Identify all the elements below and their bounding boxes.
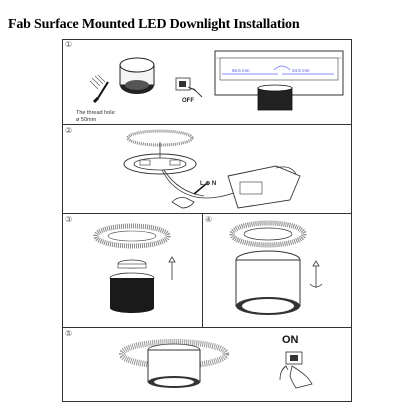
thread-hole-label: The thread hole: <box>76 110 117 116</box>
switch-off-label: OFF <box>182 98 194 104</box>
step-number-3: ③ <box>65 215 73 224</box>
terminal-labels: L ⊕ N <box>200 181 217 187</box>
step-number-5: ⑤ <box>65 329 73 338</box>
divider-1 <box>62 124 352 125</box>
step-number-4: ④ <box>205 215 213 224</box>
dimension-right: 34.5 mm <box>292 68 310 73</box>
step-number-2: ② <box>65 126 73 135</box>
installed-fixture-diagram <box>119 339 229 388</box>
switch-on-label: ON <box>282 334 299 346</box>
divider-vertical <box>202 213 203 327</box>
divider-2 <box>62 213 352 214</box>
fixture-assembly-diagram <box>93 223 176 313</box>
instruction-frame <box>62 39 352 402</box>
divider-3 <box>62 327 352 328</box>
page-title: Fab Surface Mounted LED Downlight Instal… <box>8 17 300 32</box>
switch-off-icon <box>175 77 203 98</box>
thread-hole-size: ø 50mm <box>76 117 97 123</box>
wiring-diagram <box>123 129 301 209</box>
fixture-twist-lock-diagram <box>229 220 323 315</box>
screwdriver-icon <box>89 74 109 104</box>
ceiling-mount-diagram <box>214 50 344 111</box>
switch-on-icon <box>279 351 313 389</box>
dimension-left: 66.5 mm <box>232 68 250 73</box>
downlight-icon <box>119 57 155 94</box>
step-number-1: ① <box>65 40 73 49</box>
